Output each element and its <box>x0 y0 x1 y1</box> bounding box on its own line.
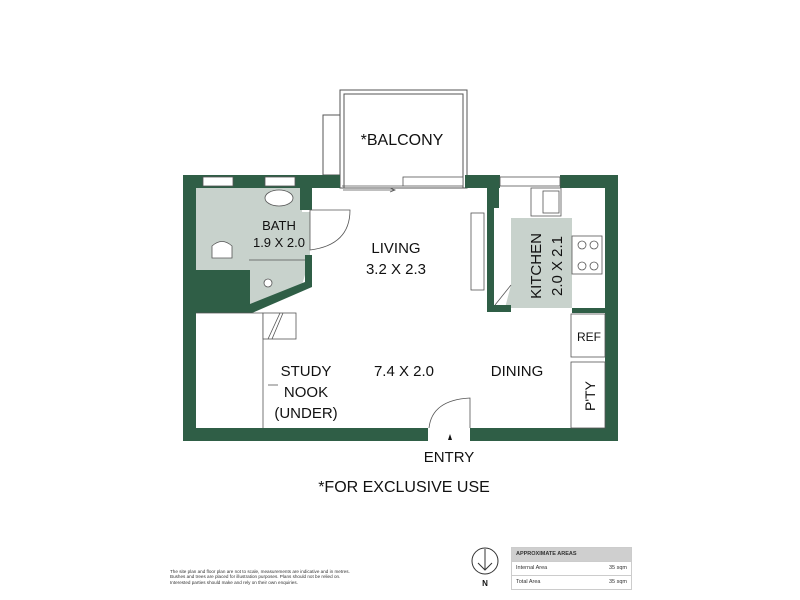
disclaimer-line: The site plan and floor plan are not to … <box>170 569 350 574</box>
north-compass-icon <box>471 547 499 575</box>
area-value: 35 sqm <box>608 565 627 571</box>
living-size: 3.2 X 2.3 <box>366 261 426 278</box>
areas-row: Total Area 35 sqm <box>512 575 631 589</box>
study-label-1: STUDY <box>281 363 332 380</box>
disclaimer-line: Bushes and trees are placed for illustra… <box>170 574 341 580</box>
walls <box>183 175 618 441</box>
area-label: Internal Area <box>516 565 548 571</box>
study-label-3: (UNDER) <box>274 405 337 422</box>
entry-arrow-icon <box>448 434 452 440</box>
kitchen-label: KITCHEN <box>528 233 545 299</box>
kitchen-size: 2.0 X 2.1 <box>549 236 566 296</box>
fixtures <box>196 187 606 429</box>
areas-row: Internal Area 35 sqm <box>512 561 631 575</box>
disclaimer: The site plan and floor plan are not to … <box>170 569 370 585</box>
disclaimer-line: Interested parties should make and rely … <box>170 579 298 585</box>
dining-label: DINING <box>491 363 544 380</box>
windows <box>202 176 561 193</box>
balcony-label: *BALCONY <box>361 132 444 149</box>
area-label: Total Area <box>516 579 541 585</box>
wet-areas <box>196 188 572 308</box>
bath-size: 1.9 X 2.0 <box>253 235 305 250</box>
areas-table: APPROXIMATE AREAS Internal Area 35 sqm T… <box>511 547 632 590</box>
exclusive-use-note: *FOR EXCLUSIVE USE <box>318 479 490 496</box>
compass-label: N <box>482 579 488 588</box>
bath-label: BATH <box>262 218 296 233</box>
study-label-2: NOOK <box>284 384 328 401</box>
main-size: 7.4 X 2.0 <box>374 363 434 380</box>
ref-label: REF <box>577 330 601 344</box>
pantry-label: P'TY <box>582 380 598 411</box>
entry-label: ENTRY <box>424 449 475 466</box>
living-label: LIVING <box>371 240 420 257</box>
area-value: 35 sqm <box>608 579 627 585</box>
areas-title: APPROXIMATE AREAS <box>512 548 631 561</box>
